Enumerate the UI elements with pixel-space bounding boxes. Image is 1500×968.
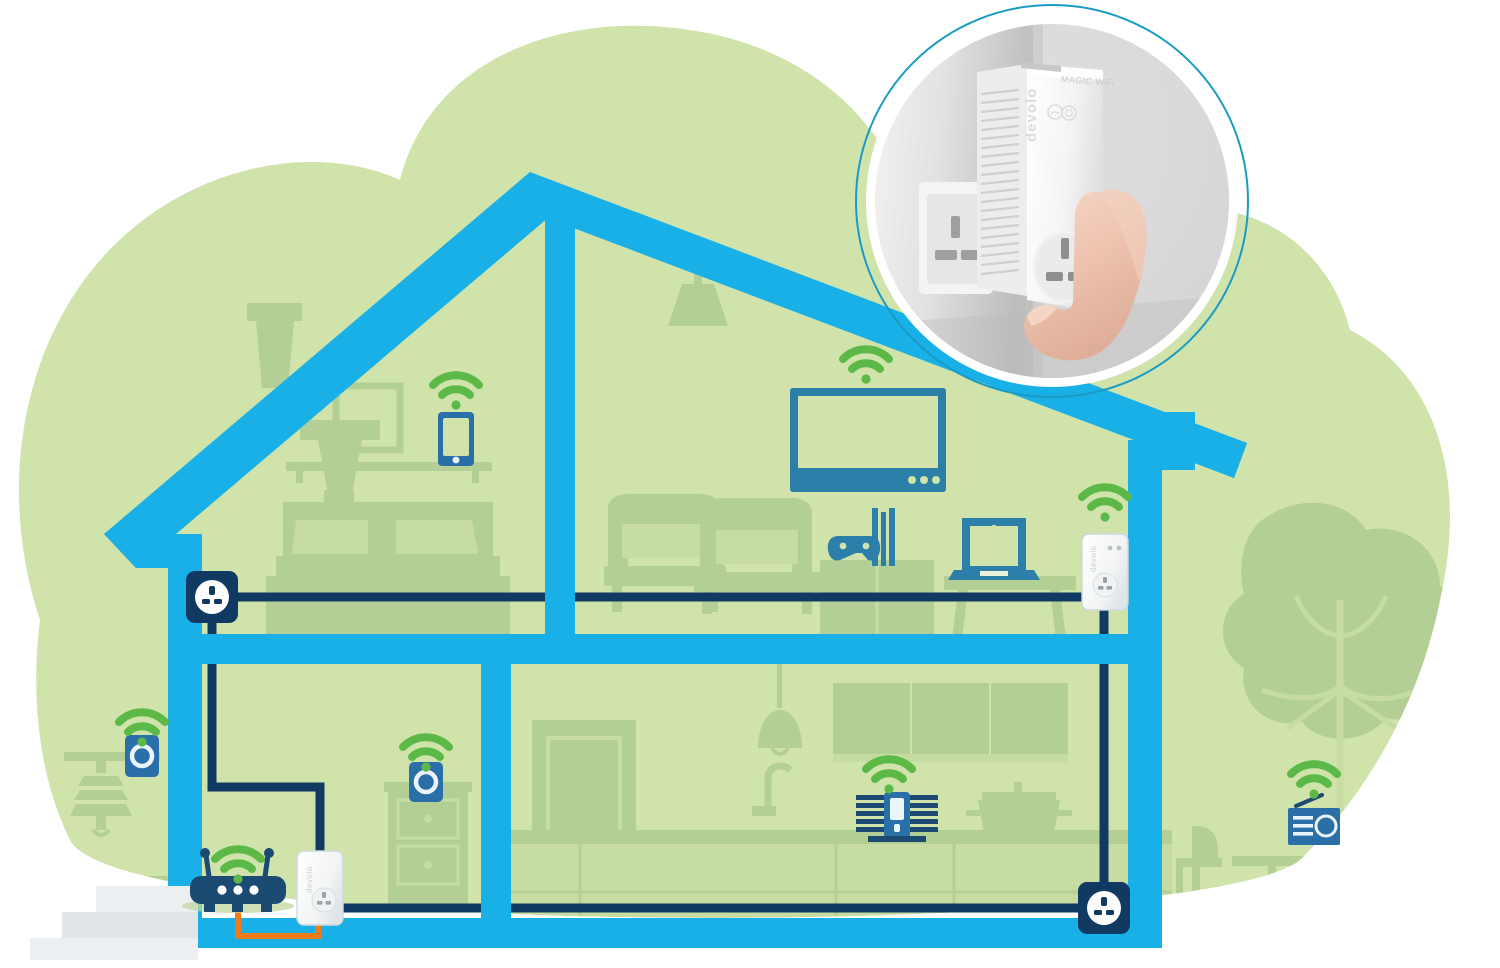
hand (1024, 189, 1147, 361)
wifi-router[interactable] (182, 848, 294, 913)
outdoor-wall-lamp (64, 752, 160, 837)
tablet-device[interactable] (438, 412, 474, 466)
svg-text:devolo: devolo (305, 866, 314, 893)
product-brand-label: devolo (1023, 87, 1040, 142)
chimney (247, 303, 302, 388)
powerline-socket-kitchen[interactable] (1078, 882, 1130, 934)
inset-ring-border (855, 4, 1249, 398)
game-console[interactable] (827, 508, 895, 566)
entrance-steps (30, 886, 198, 960)
svg-text:devolo: devolo (1089, 545, 1098, 572)
garden-radio[interactable] (1288, 793, 1340, 845)
devolo-adapter-hall[interactable]: devolo (296, 850, 344, 926)
wall-socket-faceplate (919, 182, 993, 294)
house-outline (104, 172, 1247, 948)
game-controller-icon (827, 536, 881, 561)
adapter-side-vents (977, 64, 1027, 296)
hall-smart-speaker[interactable] (409, 762, 443, 802)
garden-plants (1299, 901, 1445, 918)
product-photo-inset: MAGIC WiFi devolo (855, 4, 1249, 398)
powerline-socket-bedroom[interactable] (186, 571, 238, 623)
kitchen-smart-speaker[interactable] (856, 792, 938, 842)
adapter-product-photo (875, 24, 1229, 378)
devolo-magic-wifi-adapter[interactable]: devolo (1081, 533, 1129, 611)
inset-photo: MAGIC WiFi devolo (875, 24, 1229, 378)
adapter-led-indicators (1047, 104, 1077, 121)
tv-device[interactable] (790, 388, 946, 492)
plug-pins (1021, 62, 1061, 72)
laptop-device[interactable] (948, 518, 1040, 580)
